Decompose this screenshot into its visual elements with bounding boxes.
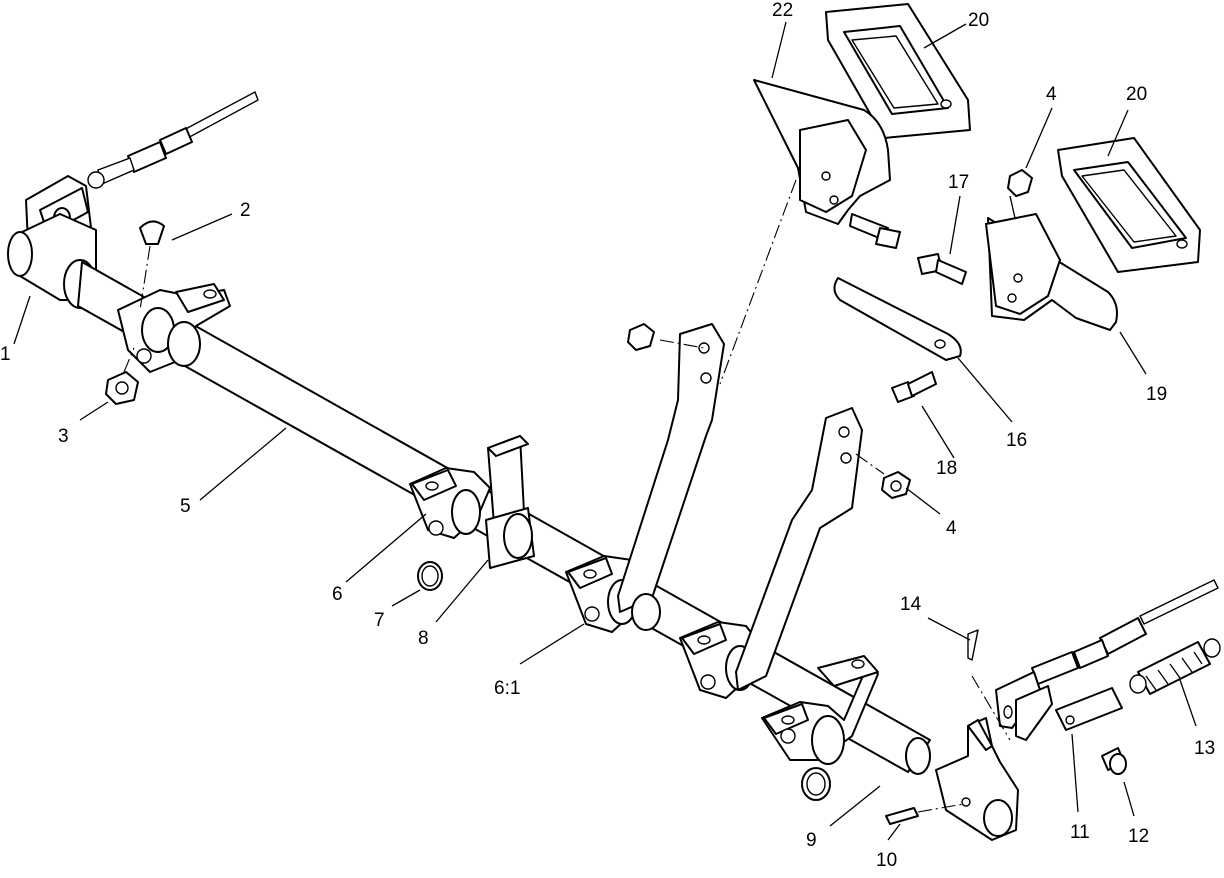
center-lever: [485, 435, 535, 569]
upper-cable: [87, 91, 259, 189]
callout-10: 10: [876, 850, 897, 871]
cable-clevis: [995, 671, 1053, 741]
right-lever: [935, 717, 1019, 841]
callout-3: 3: [58, 426, 69, 447]
callout-2: 2: [240, 200, 251, 221]
callout-17: 17: [948, 172, 969, 193]
extension-spring: [1129, 638, 1221, 695]
pedal-plate-left: [753, 79, 891, 225]
link-plate: [1055, 687, 1123, 731]
bolt-18: [891, 371, 937, 403]
leader-lines: [13, 21, 1197, 841]
callout-8: 8: [418, 628, 429, 649]
callout-4-lower: 4: [946, 518, 957, 539]
callout-14: 14: [900, 594, 922, 615]
carriage-bolt: [139, 220, 165, 311]
callout-16: 16: [1006, 430, 1027, 451]
bearing-bracket-5: [761, 655, 879, 765]
pedal-arm-left: [617, 323, 725, 631]
callout-4-upper: 4: [1046, 84, 1057, 105]
link-strap: [833, 277, 962, 361]
pedal-plate-right: [985, 213, 1118, 331]
roll-pin: [885, 803, 965, 825]
bearing-bracket-1: [117, 283, 231, 373]
callout-12: 12: [1128, 826, 1149, 847]
clevis-pin: [1101, 747, 1127, 775]
callout-22: 22: [772, 0, 793, 21]
bolt-upper: [849, 213, 901, 249]
bearing-bracket-2: [409, 467, 491, 539]
pedal-pad-upper: [825, 3, 971, 139]
callout-20-right: 20: [1126, 84, 1147, 105]
retaining-ring-1: [417, 561, 443, 591]
callout-5: 5: [180, 496, 191, 517]
hex-nut-4: [881, 471, 911, 499]
callout-6: 6: [332, 584, 343, 605]
cotter-pin: [967, 629, 1011, 741]
callout-7: 7: [374, 610, 385, 631]
flange-nut: [105, 347, 139, 405]
bolt-17: [917, 253, 967, 285]
callout-9: 9: [806, 830, 817, 851]
pedal-arm-right: [735, 407, 863, 691]
callout-1: 1: [0, 344, 11, 365]
pedal-pad-right: [1057, 137, 1201, 273]
callout-6-1: 6:1: [494, 678, 520, 699]
callout-18: 18: [936, 458, 957, 479]
callout-11: 11: [1070, 822, 1090, 843]
callout-13: 13: [1194, 738, 1215, 759]
callout-20-upper: 20: [968, 10, 989, 31]
retaining-ring-2: [801, 767, 831, 801]
hex-nut-left: [627, 323, 655, 351]
callout-19: 19: [1146, 384, 1167, 405]
